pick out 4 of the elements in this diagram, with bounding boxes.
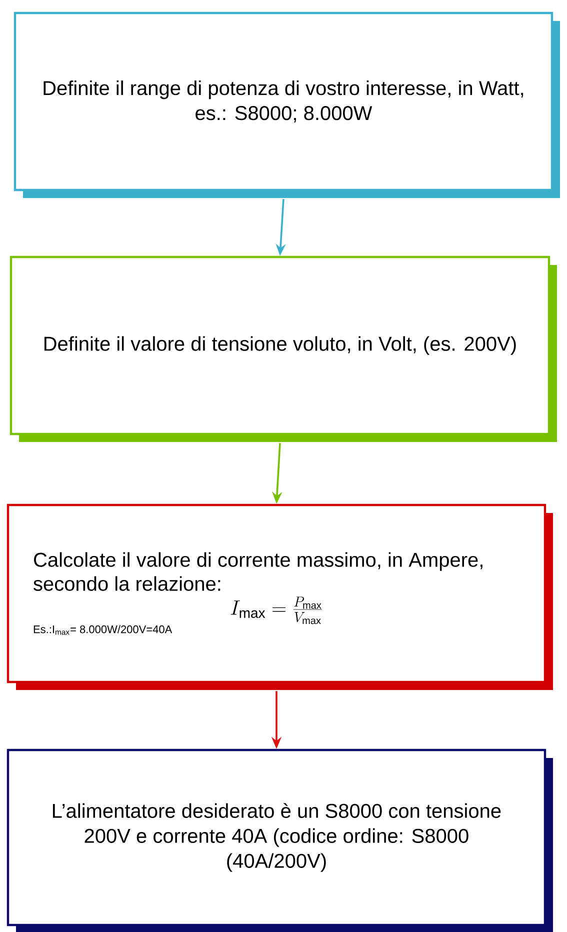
process-box: Definite il range di potenza di vostro interesse, in Watt, es.: S8000; 8.000W bbox=[14, 12, 560, 198]
process-box: L’alimentatore desiderato è un S8000 con tensione 200V e corrente 40A (codice ordine: S8000 (40A/200V) bbox=[6, 748, 553, 932]
process-box: Calcolate il valore di corrente massimo, in Ampere, secondo la relazione: $I_{\mathrm{max}} = \frac{P_{\mathrm{max}}}{V_{\mathrm{max}}}$ Es.:I$_{max}$= 8.000W/200V=40A bbox=[6, 504, 553, 690]
process-box: Definite il valore di tensione voluto, in Volt, (es. 200V) bbox=[10, 256, 557, 442]
